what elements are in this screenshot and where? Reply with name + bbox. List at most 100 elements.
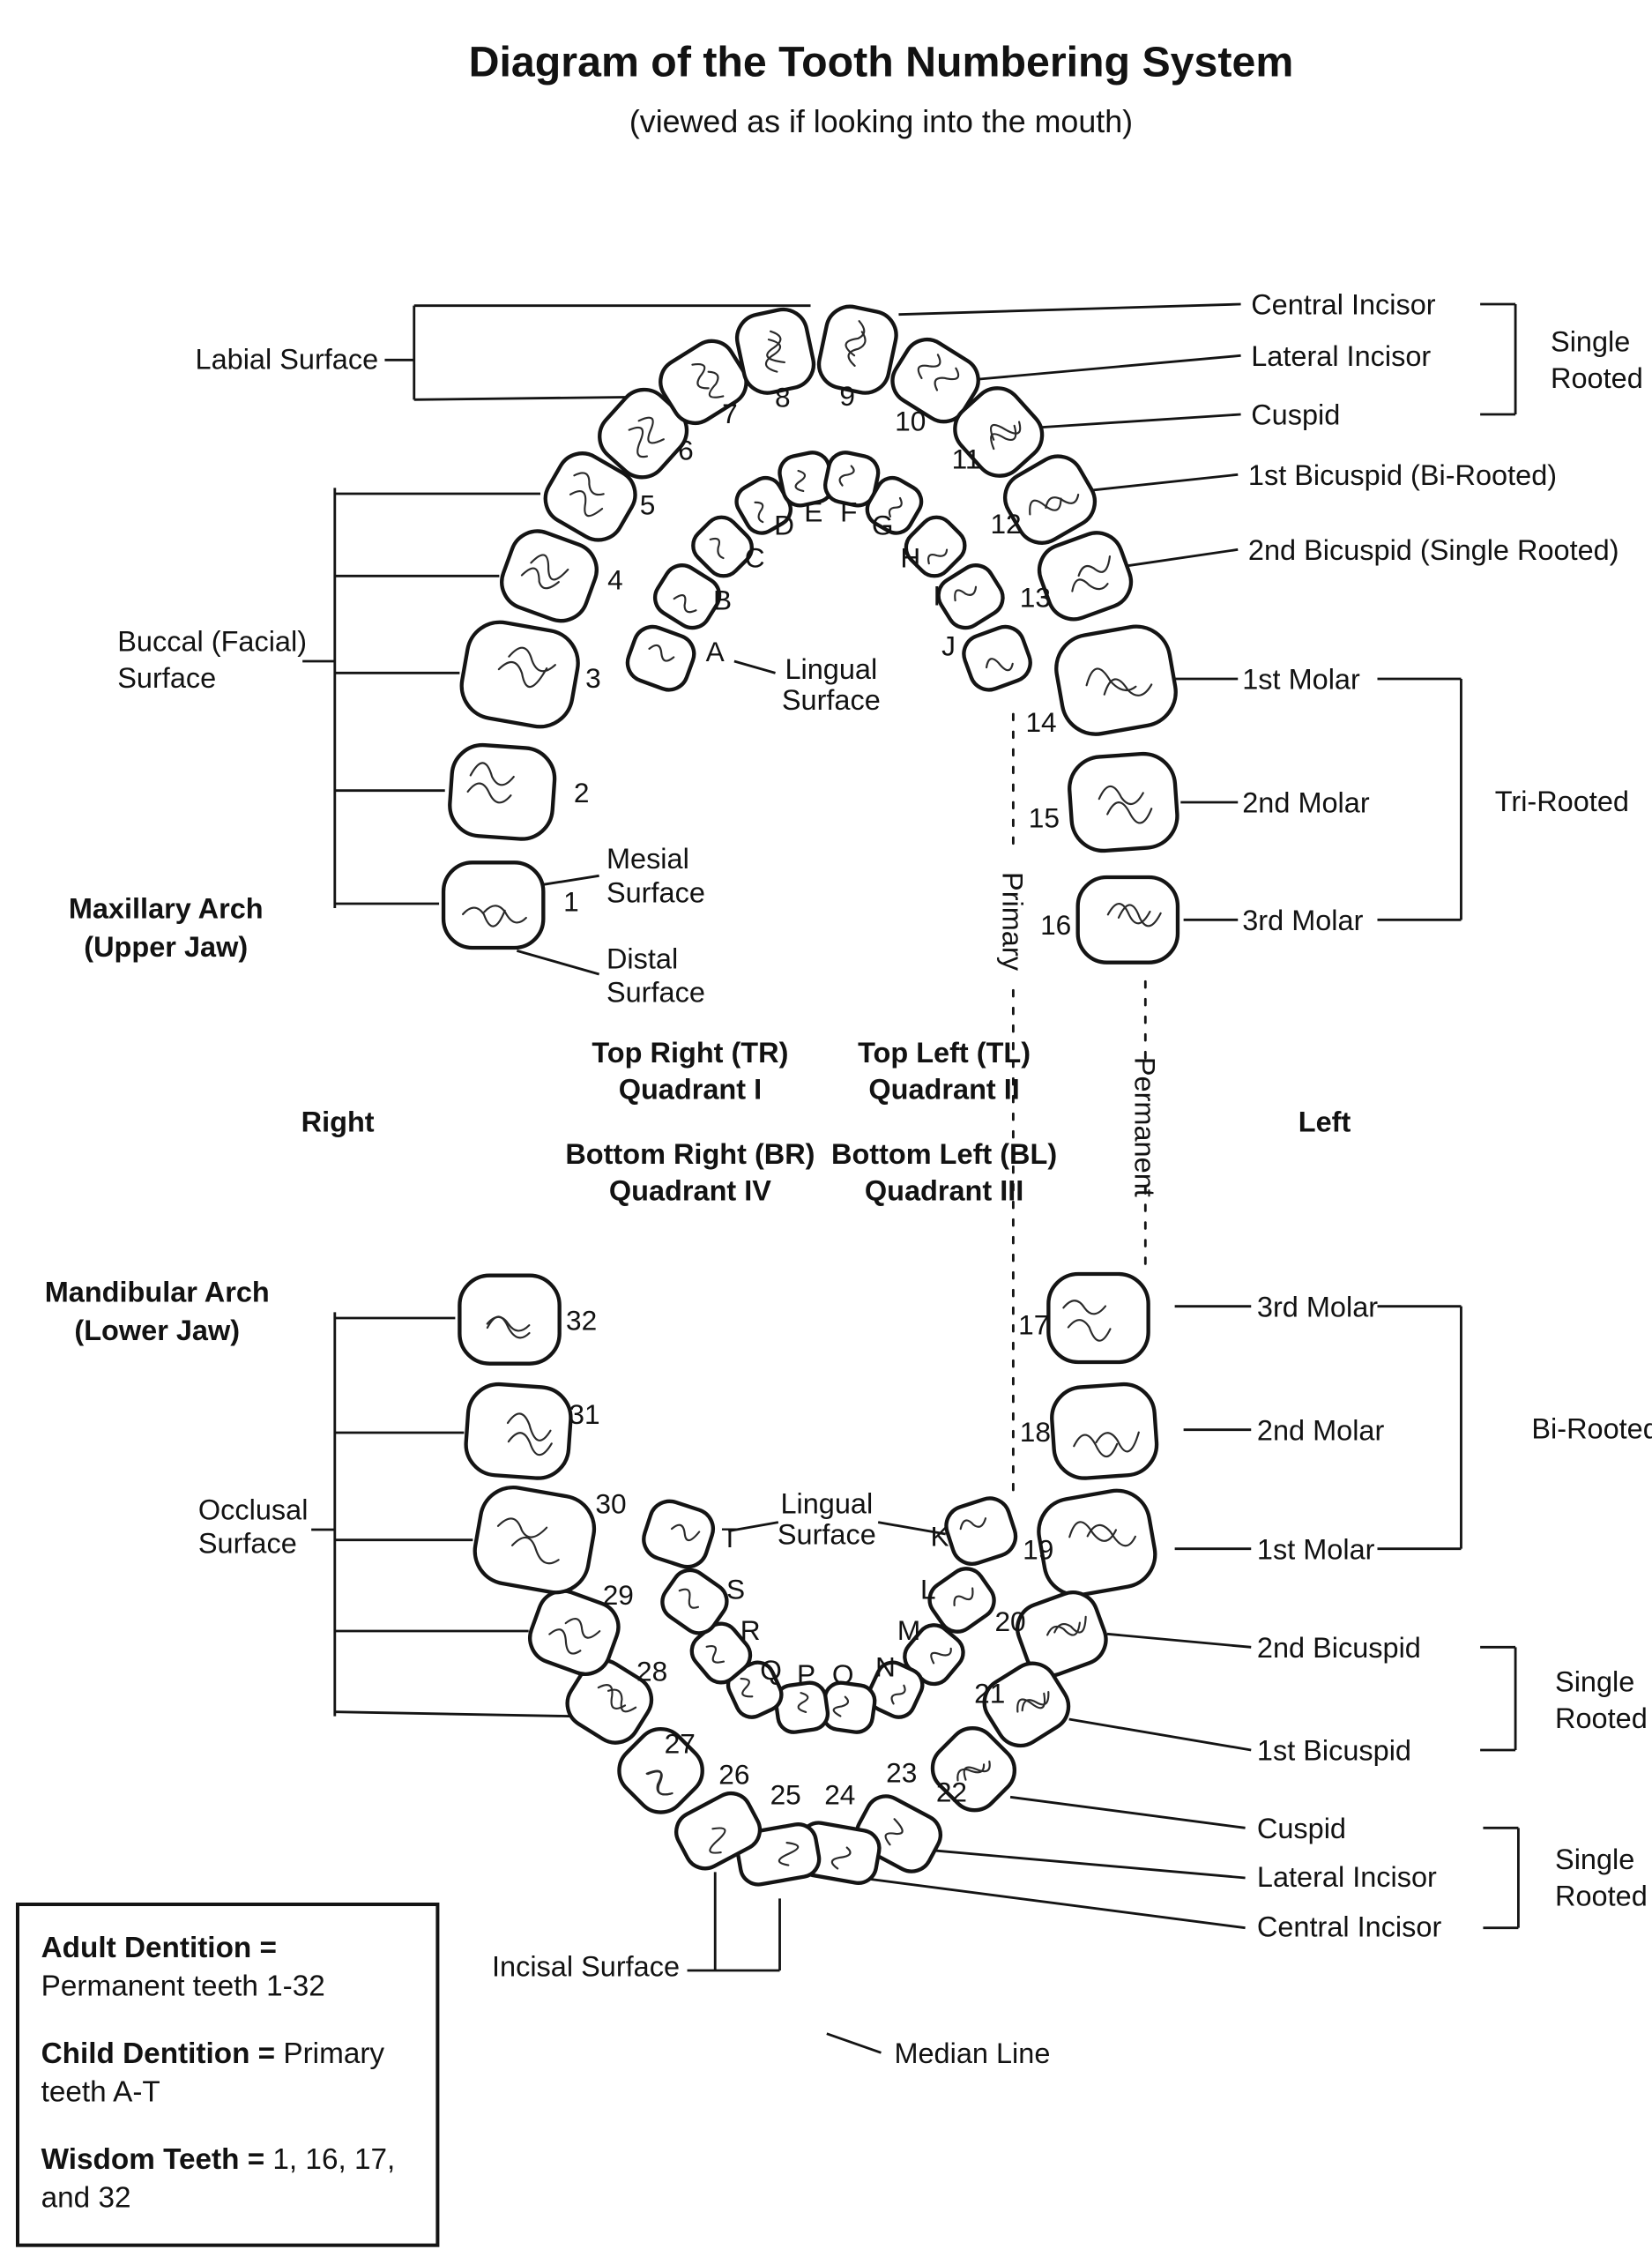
tooth-F <box>822 451 881 508</box>
tooth-26 <box>674 1791 763 1871</box>
tooth-label-12: 12 <box>990 508 1021 540</box>
label-lingual-upper-line2: Surface <box>782 684 881 716</box>
tooth-label-32: 32 <box>566 1304 597 1336</box>
label-permanent: Permanent <box>1129 1057 1161 1197</box>
tooth-16 <box>1075 875 1180 965</box>
tooth-label-6: 6 <box>678 435 694 466</box>
tooth-label-B: B <box>713 585 732 616</box>
tooth-label-17: 17 <box>1018 1308 1049 1340</box>
tooth-label-31: 31 <box>569 1398 599 1430</box>
tooth-G <box>865 475 924 535</box>
label-maxillary-arch: Maxillary Arch <box>69 893 264 925</box>
tooth-label-L: L <box>920 1573 936 1605</box>
tooth-label-13: 13 <box>1020 581 1051 613</box>
tooth-5 <box>543 451 637 542</box>
tooth-J <box>962 624 1032 692</box>
label-upper-cuspid: Cuspid <box>1251 399 1340 431</box>
label-distal-surface-line1: Distal <box>606 942 678 974</box>
tooth-label-11: 11 <box>952 443 981 475</box>
tooth-C <box>691 515 754 578</box>
tooth-label-14: 14 <box>1025 706 1056 738</box>
label-primary: Primary <box>997 872 1029 972</box>
label-labial-surface: Labial Surface <box>196 343 379 375</box>
tooth-label-29: 29 <box>603 1579 634 1611</box>
tooth-10 <box>890 337 980 424</box>
tooth-label-20: 20 <box>994 1605 1025 1637</box>
label-lower-central-incisor: Central Incisor <box>1257 1911 1442 1943</box>
tooth-label-5: 5 <box>640 488 656 520</box>
tooth-label-Q: Q <box>760 1654 782 1686</box>
tooth-label-G: G <box>872 510 894 541</box>
label-quadrant-tl-line2: Quadrant II <box>868 1074 1019 1106</box>
label-occlusal-surface-line1: Occlusal <box>198 1493 309 1525</box>
tooth-P <box>773 1680 830 1734</box>
label-mandibular-arch: Mandibular Arch <box>45 1277 270 1308</box>
label-lower-single-rooted-a-line2: Rooted <box>1555 1702 1648 1734</box>
tooth-4 <box>500 529 599 623</box>
teeth <box>441 304 1180 1887</box>
legend-wisdom-teeth-line2: and 32 <box>41 2181 131 2214</box>
legend-adult-bold: Adult Dentition = <box>41 1932 277 1964</box>
legend-wisdom-bold: Wisdom Teeth = <box>41 2143 265 2176</box>
tooth-A <box>625 624 696 692</box>
tooth-15 <box>1068 751 1179 853</box>
tooth-label-26: 26 <box>718 1758 749 1790</box>
label-lower-3rd-molar: 3rd Molar <box>1257 1291 1378 1322</box>
legend-child-bold: Child Dentition = <box>41 2037 275 2070</box>
tooth-18 <box>1050 1382 1159 1480</box>
label-upper-1st-bicuspid: 1st Bicuspid (Bi-Rooted) <box>1248 459 1557 491</box>
tooth-label-N: N <box>875 1651 896 1683</box>
tooth-label-M: M <box>897 1614 920 1646</box>
label-upper-single-rooted-line2: Rooted <box>1551 362 1643 394</box>
label-quadrant-tl-line1: Top Left (TL) <box>858 1037 1031 1069</box>
label-buccal-surface-line2: Surface <box>117 662 216 694</box>
label-upper-2nd-molar: 2nd Molar <box>1242 787 1370 819</box>
tooth-label-9: 9 <box>839 380 855 412</box>
tooth-label-E: E <box>804 496 822 528</box>
label-quadrant-br-line1: Bottom Right (BR) <box>565 1138 815 1170</box>
tooth-13 <box>1037 531 1134 622</box>
label-lower-1st-bicuspid: 1st Bicuspid <box>1257 1735 1411 1767</box>
tooth-19 <box>1037 1488 1157 1598</box>
tooth-31 <box>464 1382 573 1480</box>
label-buccal-surface-line1: Buccal (Facial) <box>117 625 307 657</box>
tooth-label-J: J <box>941 629 956 661</box>
label-quadrant-tr-line2: Quadrant I <box>619 1074 762 1106</box>
tooth-B <box>652 563 722 630</box>
tooth-30 <box>473 1485 597 1595</box>
tooth-2 <box>448 742 557 841</box>
tooth-label-25: 25 <box>770 1779 801 1811</box>
median-dashed-lines <box>1011 712 1147 1501</box>
tooth-label-28: 28 <box>636 1656 667 1687</box>
tooth-label-I: I <box>933 580 941 612</box>
leader-lines <box>302 302 1520 2054</box>
legend-wisdom-rest: 1, 16, 17, <box>264 2143 395 2176</box>
label-upper-1st-molar: 1st Molar <box>1242 664 1360 696</box>
tooth-3 <box>459 620 580 729</box>
tooth-label-3: 3 <box>585 662 601 694</box>
label-lower-2nd-molar: 2nd Molar <box>1257 1414 1385 1446</box>
tooth-label-10: 10 <box>895 405 926 436</box>
tooth-label-22: 22 <box>936 1776 967 1807</box>
label-mesial-surface-line1: Mesial <box>606 843 689 875</box>
label-distal-surface-line2: Surface <box>606 977 705 1009</box>
tooth-label-R: R <box>740 1614 761 1646</box>
tooth-21 <box>982 1661 1071 1748</box>
tooth-22 <box>930 1726 1017 1813</box>
legend-child-rest: Primary <box>275 2037 384 2070</box>
tooth-label-23: 23 <box>886 1757 917 1789</box>
label-lower-single-rooted-b-line1: Single <box>1555 1844 1634 1875</box>
label-upper-central-incisor: Central Incisor <box>1251 289 1436 321</box>
tooth-L <box>927 1567 996 1634</box>
tooth-27 <box>617 1726 704 1814</box>
legend-box <box>15 1903 440 2247</box>
tooth-label-H: H <box>900 541 920 573</box>
label-upper-lateral-incisor: Lateral Incisor <box>1251 340 1431 372</box>
tooth-9 <box>816 304 898 395</box>
legend-child-dentition-line1: Child Dentition = Primary <box>41 2037 385 2070</box>
label-lower-2nd-bicuspid: 2nd Bicuspid <box>1257 1632 1421 1664</box>
label-mesial-surface-line2: Surface <box>606 876 705 908</box>
page-title: Diagram of the Tooth Numbering System <box>469 39 1294 86</box>
